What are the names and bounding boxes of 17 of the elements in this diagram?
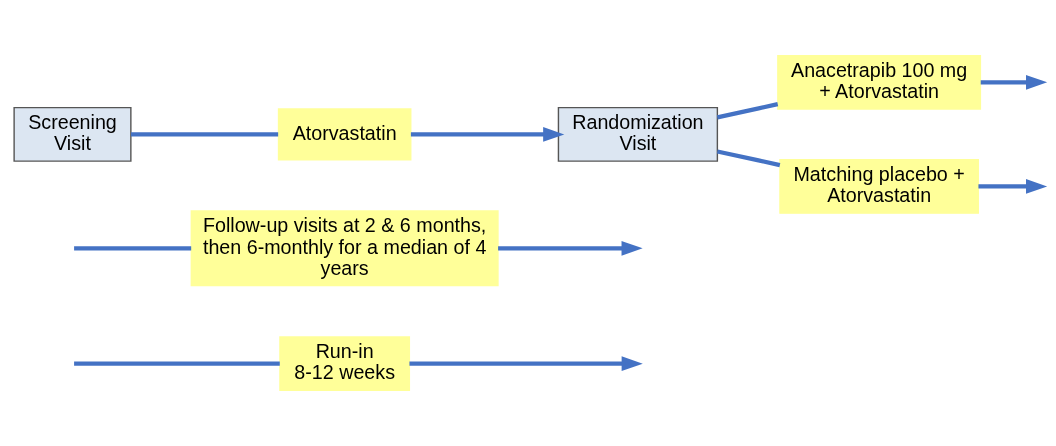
arrow bbox=[410, 127, 565, 142]
node-box: Matching placebo + Atorvastatin bbox=[779, 159, 979, 214]
node-box: Anacetrapib 100 mg + Atorvastatin bbox=[777, 54, 982, 110]
connector bbox=[74, 361, 280, 366]
arrow bbox=[409, 356, 643, 372]
node-box: Run-in 8-12 weeks bbox=[279, 336, 411, 392]
node-box: Screening Visit bbox=[13, 106, 132, 162]
arrow bbox=[498, 240, 643, 256]
node-box: Atorvastatin bbox=[277, 108, 412, 161]
connector bbox=[716, 149, 781, 168]
node-box: Randomization Visit bbox=[557, 106, 719, 162]
connector bbox=[716, 102, 779, 120]
arrow bbox=[980, 74, 1048, 90]
node-box: Follow-up visits at 2 & 6 months, then 6-monthly for a median of 4 years bbox=[190, 210, 499, 287]
connector bbox=[131, 132, 279, 137]
connector bbox=[74, 246, 192, 251]
arrow bbox=[978, 179, 1048, 194]
